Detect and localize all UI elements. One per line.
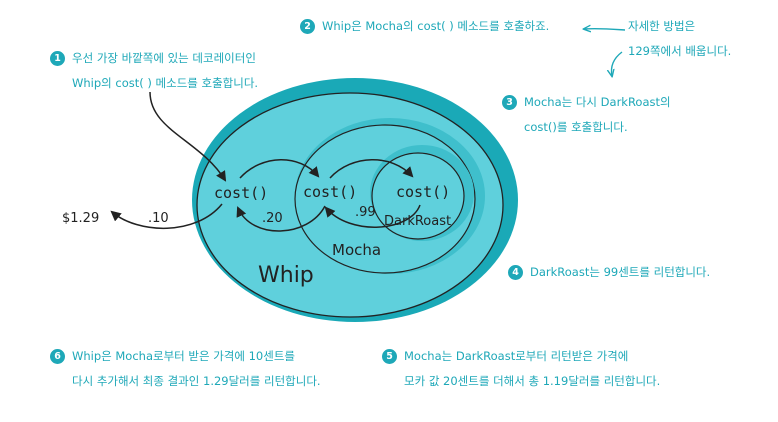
return-amount-darkroast: .99 bbox=[355, 205, 376, 220]
side-note-arrow-down bbox=[611, 51, 623, 76]
side-note-line-1: 자세한 방법은 bbox=[628, 19, 696, 33]
darkroast-label: DarkRoast bbox=[384, 214, 451, 229]
darkroast-layer bbox=[371, 152, 465, 240]
step-6-line-1: Whip은 Mocha로부터 받은 가격에 10센트를 bbox=[72, 349, 295, 363]
whip-label: Whip bbox=[258, 263, 314, 288]
step-5-line-1: Mocha는 DarkRoast로부터 리턴받은 가격에 bbox=[404, 349, 629, 363]
step-4-line-1: DarkRoast는 99센트를 리턴합니다. bbox=[530, 265, 711, 279]
step-badge-1: 1 bbox=[50, 51, 65, 66]
step-5: 5 Mocha는 DarkRoast로부터 리턴받은 가격에 모카 값 20센트… bbox=[382, 344, 660, 394]
side-note: 자세한 방법은 129쪽에서 배웁니다. bbox=[628, 14, 731, 64]
return-arrow-darkroast-to-mocha bbox=[324, 204, 421, 228]
step-badge-4: 4 bbox=[508, 265, 523, 280]
return-arrow-mocha-to-whip bbox=[236, 205, 326, 232]
step-badge-6: 6 bbox=[50, 349, 65, 364]
step-2: 2 Whip은 Mocha의 cost( ) 메소드를 호출하죠. bbox=[300, 14, 549, 39]
step-5-line-2: 모카 값 20센트를 더해서 총 1.19달러를 리턴합니다. bbox=[404, 374, 661, 388]
step-3: 3 Mocha는 다시 DarkRoast의 cost()를 호출합니다. bbox=[502, 90, 671, 140]
whip-cost-call: cost() bbox=[214, 184, 268, 202]
mocha-cost-call: cost() bbox=[303, 183, 357, 201]
step-2-line-1: Whip은 Mocha의 cost( ) 메소드를 호출하죠. bbox=[322, 19, 550, 33]
mocha-label: Mocha bbox=[332, 241, 381, 259]
call-arrow-whip-to-mocha bbox=[239, 159, 320, 179]
return-amount-mocha: .20 bbox=[262, 211, 283, 226]
step-badge-3: 3 bbox=[502, 95, 517, 110]
step-1-line-1: 우선 가장 바깥쪽에 있는 데코레이터인 bbox=[72, 51, 256, 65]
side-note-arrow-left bbox=[584, 29, 626, 30]
step-6-line-2: 다시 추가해서 최종 결과인 1.29달러를 리턴합니다. bbox=[72, 374, 321, 388]
return-amount-whip: .10 bbox=[148, 211, 169, 226]
step-badge-5: 5 bbox=[382, 349, 397, 364]
step-4: 4 DarkRoast는 99센트를 리턴합니다. bbox=[508, 260, 710, 285]
step-3-line-2: cost()를 호출합니다. bbox=[524, 120, 628, 134]
call-arrow-into-whip bbox=[149, 91, 227, 182]
step-6: 6 Whip은 Mocha로부터 받은 가격에 10센트를 다시 추가해서 최종… bbox=[50, 344, 321, 394]
step-3-line-1: Mocha는 다시 DarkRoast의 bbox=[524, 95, 671, 109]
step-1-line-2: Whip의 cost( ) 메소드를 호출합니다. bbox=[72, 76, 259, 90]
side-note-line-2: 129쪽에서 배웁니다. bbox=[628, 44, 732, 58]
step-badge-2: 2 bbox=[300, 19, 315, 34]
darkroast-cost-call: cost() bbox=[396, 183, 450, 201]
return-arrow-whip-out bbox=[110, 203, 223, 229]
step-1: 1 우선 가장 바깥쪽에 있는 데코레이터인 Whip의 cost( ) 메소드… bbox=[50, 46, 258, 96]
final-total: $1.29 bbox=[62, 211, 99, 226]
call-arrow-mocha-to-darkroast bbox=[329, 159, 414, 179]
